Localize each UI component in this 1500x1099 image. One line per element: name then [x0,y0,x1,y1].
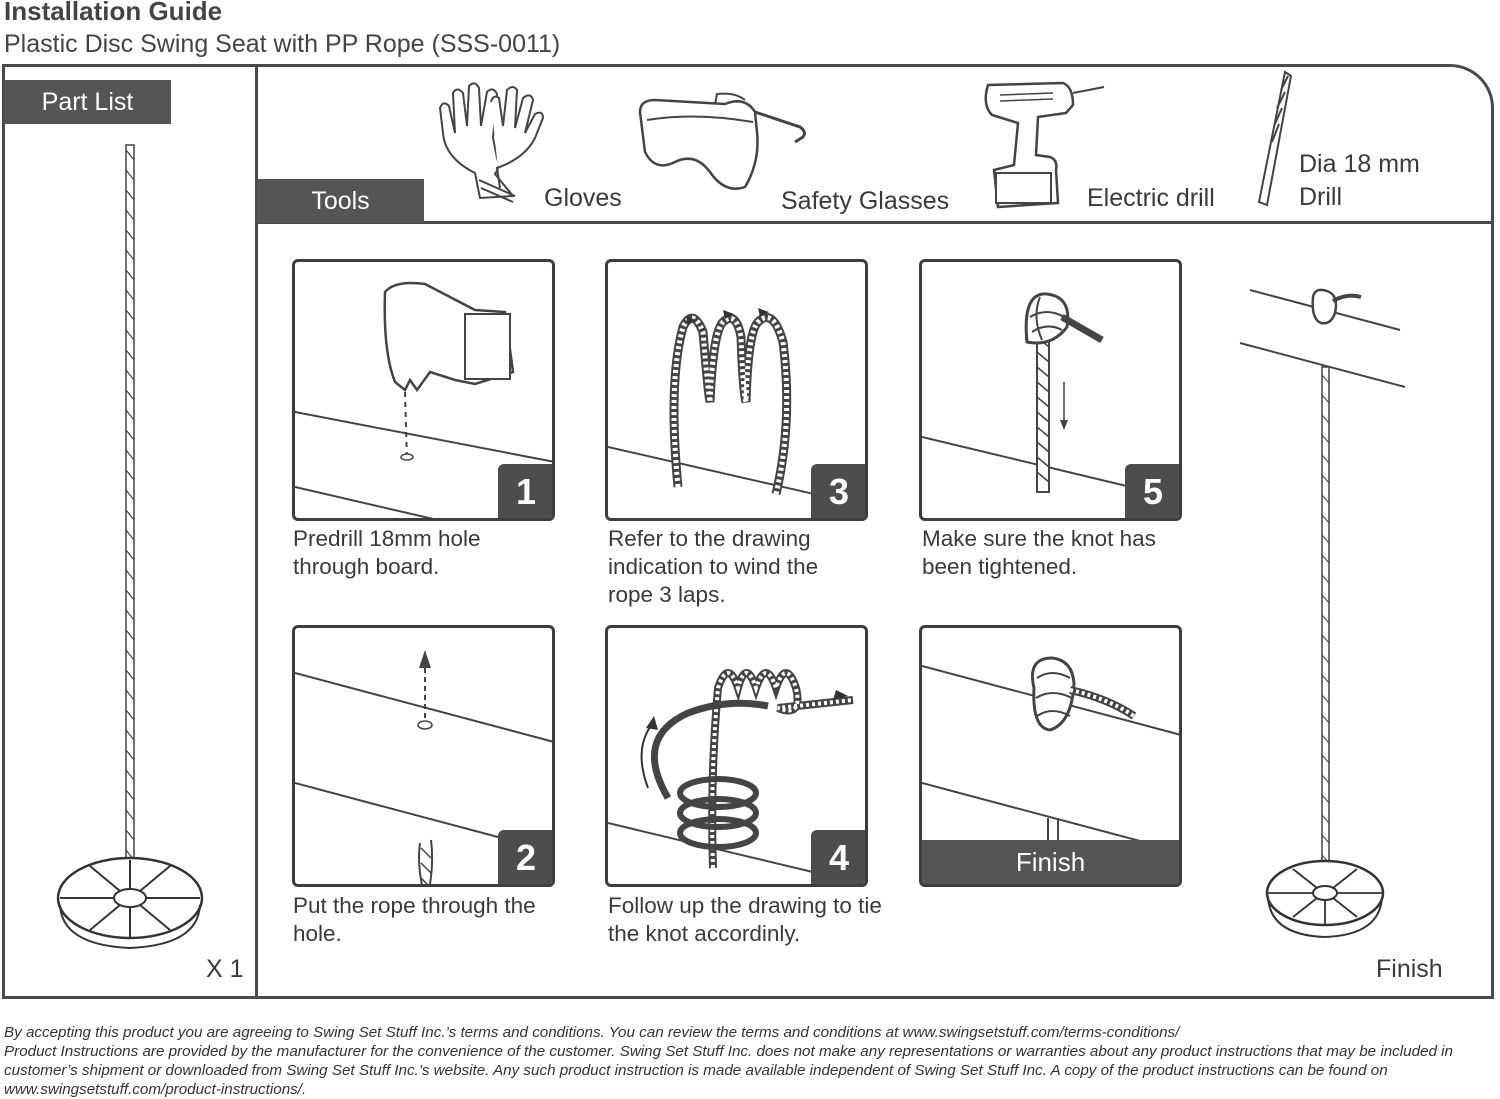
safety-glasses-icon [638,92,806,190]
step-4-panel: 4 [605,625,868,887]
step-1-badge: 1 [498,464,552,518]
step-2-panel: 2 [292,625,555,887]
step-4-caption: Follow up the drawing to tie the knot ac… [608,893,882,946]
board-drill-illustration [295,281,552,518]
finish-panel: Finish [919,625,1182,887]
step-3-panel: 3 [605,259,868,521]
tools-tab: Tools [257,179,424,223]
step-3-badge: 3 [811,464,865,518]
page-title: Installation Guide [4,0,223,26]
step-5-panel: 5 [919,259,1182,521]
finish-panel-label: Finish [922,840,1179,884]
terms-notice: By accepting this product you are agreei… [4,1024,1180,1041]
electric-drill-icon [984,81,1105,209]
gloves-icon [438,82,545,203]
final-view-label: Finish [1376,955,1443,983]
step-5-caption: Make sure the knot has been tightened. [922,526,1156,579]
part-list-divider [255,64,258,999]
step-2-caption: Put the rope through the hole. [293,893,536,946]
step-5-badge: 5 [1125,464,1179,518]
part-quantity: X 1 [206,955,244,983]
final-swing-illustration [1239,288,1406,939]
step-4-badge: 4 [811,830,865,884]
part-list-tab: Part List [4,80,171,124]
knot-tying-illustration [608,669,865,884]
tool-label-electric-drill: Electric drill [1087,184,1215,212]
guide-frame [2,64,1494,999]
step-1-caption: Predrill 18mm hole through board. [293,526,481,579]
finished-knot-illustration [922,656,1179,853]
tool-label-safety-glasses: Safety Glasses [781,187,950,215]
instructions-disclaimer: Product Instructions are provided by the… [4,1043,1453,1098]
step-3-caption: Refer to the drawing indication to wind … [608,526,819,607]
disc-swing-seat-icon [56,144,204,950]
tool-label-gloves: Gloves [544,184,622,212]
drill-bit-icon [1257,70,1293,207]
step-1-panel: 1 [292,259,555,521]
tool-label-drill-bit-line2: Drill [1299,183,1343,211]
page-subtitle: Plastic Disc Swing Seat with PP Rope (SS… [4,30,561,58]
knot-tightened-illustration [922,292,1179,500]
tools-divider [257,221,1494,224]
step-2-badge: 2 [498,830,552,884]
tool-label-drill-bit-line1: Dia 18 mm [1299,150,1420,178]
